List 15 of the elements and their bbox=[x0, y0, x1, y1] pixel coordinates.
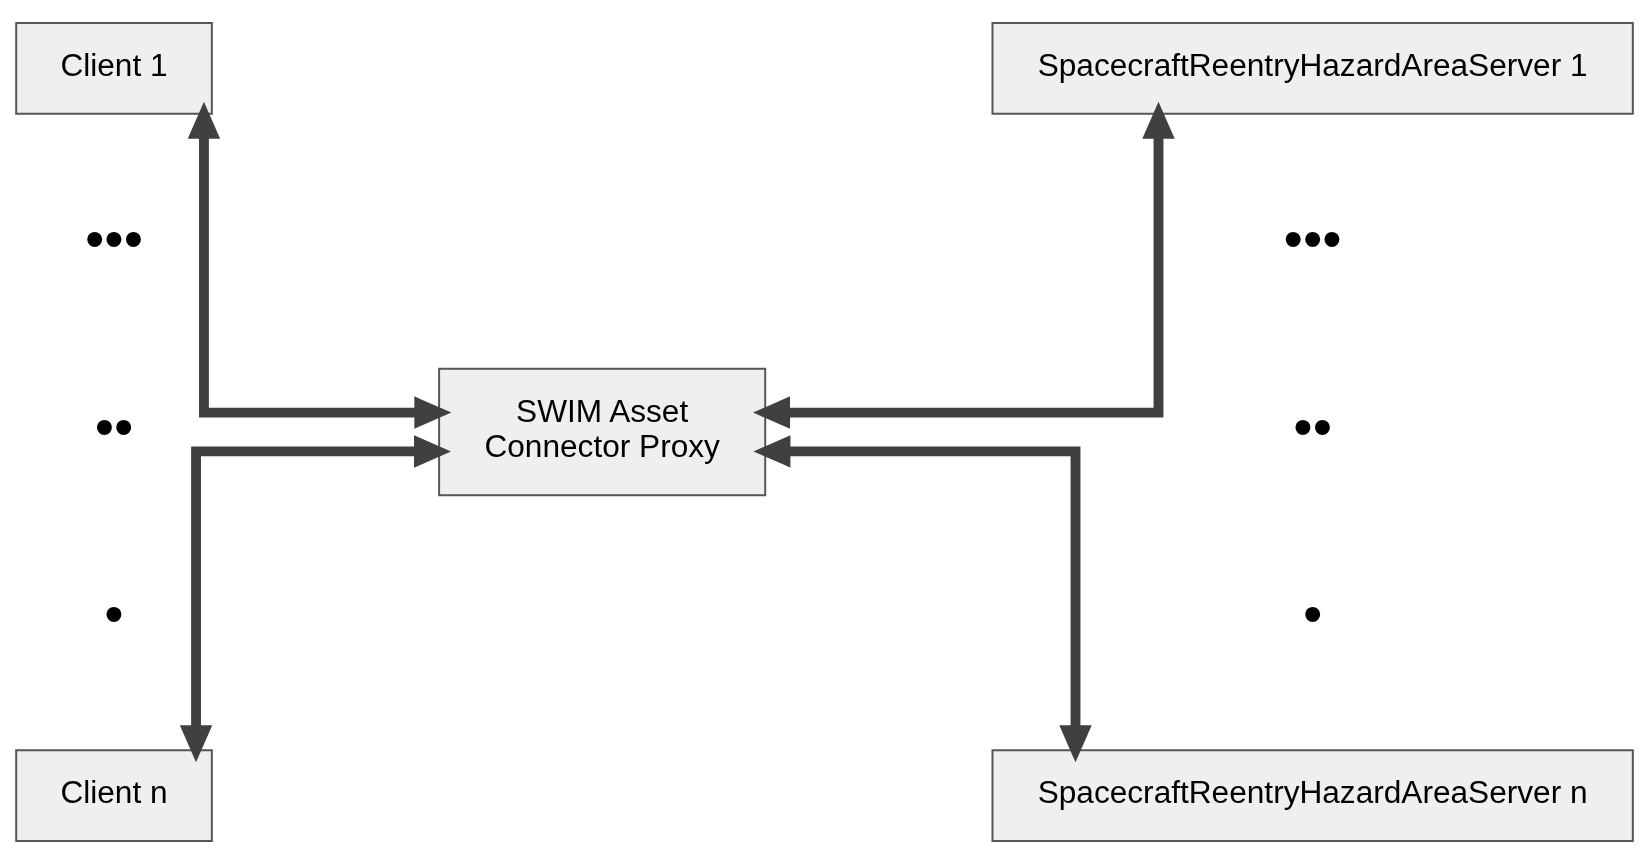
node-box: SWIM Asset Connector Proxy bbox=[438, 367, 767, 497]
label: •• bbox=[94, 395, 134, 458]
label: •• bbox=[1293, 395, 1333, 458]
arrow bbox=[187, 101, 452, 429]
arrow bbox=[179, 435, 452, 763]
node-box: Client n bbox=[15, 749, 213, 843]
node-box: SpacecraftReentryHazardAreaServer 1 bbox=[991, 21, 1634, 115]
arrow bbox=[753, 435, 1092, 763]
node-box: Client 1 bbox=[15, 21, 213, 115]
label: • bbox=[1302, 583, 1323, 646]
label: • bbox=[104, 583, 124, 646]
label: ••• bbox=[1283, 207, 1342, 270]
node-box: SpacecraftReentryHazardAreaServer n bbox=[991, 749, 1634, 843]
label: ••• bbox=[84, 207, 144, 270]
arrow bbox=[753, 101, 1175, 429]
